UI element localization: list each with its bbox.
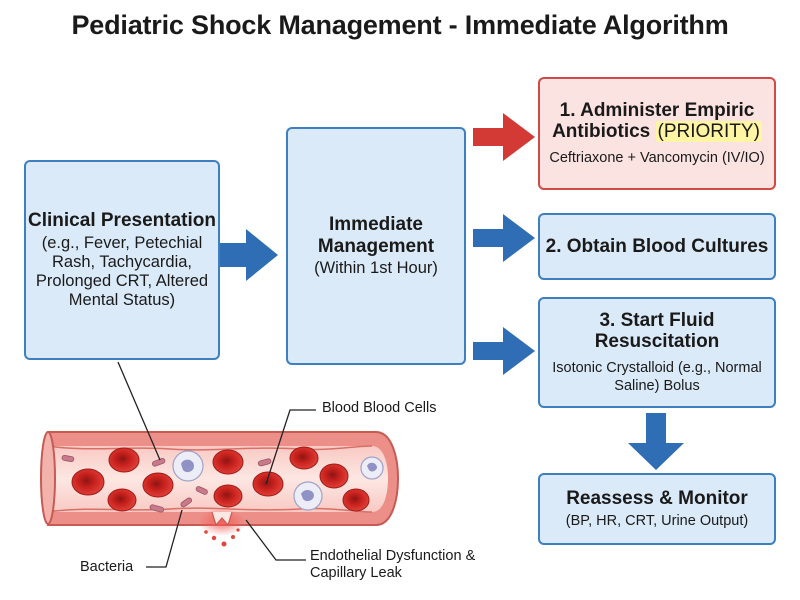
white-blood-cells	[172, 450, 384, 511]
cultures-heading: 2. Obtain Blood Cultures	[545, 235, 769, 257]
reassess-monitor-box: Reassess & Monitor (BP, HR, CRT, Urine O…	[538, 473, 776, 545]
immediate-heading: Immediate Management	[317, 213, 435, 257]
down-arrow-icon	[628, 413, 684, 470]
bacteria-icon	[61, 454, 272, 513]
immediate-detail: (Within 1st Hour)	[314, 259, 438, 278]
red-right-arrow-icon	[473, 113, 535, 161]
right-arrow-icon	[473, 214, 535, 262]
blood-cultures-box: 2. Obtain Blood Cultures	[538, 213, 776, 280]
reassess-detail: (BP, HR, CRT, Urine Output)	[565, 513, 749, 530]
antibiotics-box: 1. Administer Empiric Antibiotics (PRIOR…	[538, 77, 776, 190]
antibiotics-heading-text: 1. Administer Empiric Antibiotics	[552, 99, 755, 143]
callout-lines	[117, 361, 316, 568]
antibiotics-heading: 1. Administer Empiric Antibiotics (PRIOR…	[540, 100, 774, 144]
fluid-detail: Isotonic Crystalloid (e.g., Normal Salin…	[552, 360, 762, 395]
reassess-heading: Reassess & Monitor	[566, 488, 748, 510]
clinical-presentation-box: Clinical Presentation (e.g., Fever, Pete…	[24, 160, 220, 360]
clinical-heading: Clinical Presentation	[28, 210, 216, 232]
red-blood-cells	[71, 446, 370, 512]
bacteria-label: Bacteria	[80, 559, 134, 575]
page-title: Pediatric Shock Management - Immediate A…	[71, 10, 729, 40]
fluid-resuscitation-box: 3. Start Fluid Resuscitation Isotonic Cr…	[538, 297, 776, 408]
right-arrow-icon	[473, 327, 535, 375]
fluid-heading: 3. Start Fluid Resuscitation	[594, 309, 720, 353]
priority-highlight: (PRIORITY)	[655, 121, 762, 143]
endothelial-label: Endothelial Dysfunction & Capillary Leak	[310, 548, 476, 582]
clinical-detail: (e.g., Fever, Petechial Rash, Tachycardi…	[35, 233, 209, 309]
immediate-management-box: Immediate Management (Within 1st Hour)	[286, 127, 466, 365]
antibiotics-detail: Ceftriaxone + Vancomycin (IV/IO)	[549, 150, 765, 167]
right-arrow-icon	[220, 229, 278, 281]
blood-cells-label: Blood Blood Cells	[322, 400, 437, 416]
